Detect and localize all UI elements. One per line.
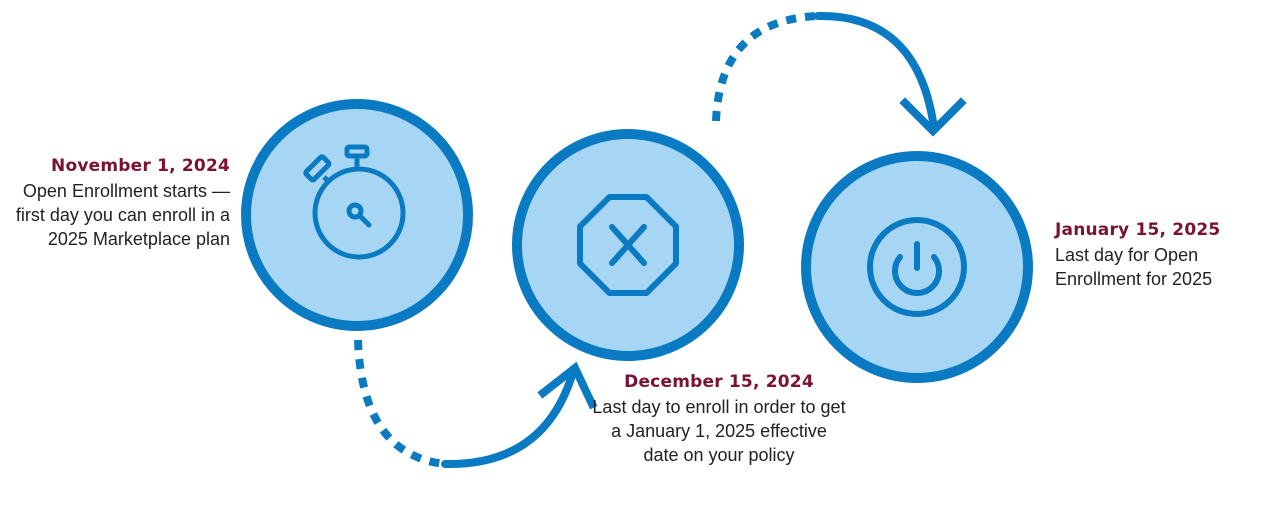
step-date: December 15, 2024	[624, 372, 814, 392]
step-label-1: November 1, 2024 Open Enrollment starts …	[4, 156, 230, 251]
step-label-2: December 15, 2024 Last day to enroll in …	[592, 372, 846, 467]
step-date: January 15, 2025	[1055, 220, 1221, 240]
step-description: Last day for Open Enrollment for 2025	[1055, 245, 1213, 289]
connector-arrow-1	[354, 339, 598, 469]
power-icon	[867, 217, 967, 317]
connector-arrow-2	[712, 11, 967, 137]
step-circle-1	[241, 99, 473, 331]
stopwatch-icon	[303, 144, 406, 260]
stop-x-icon	[577, 194, 679, 296]
step-date: November 1, 2024	[51, 156, 230, 176]
step-circle-3	[801, 151, 1033, 383]
step-description: Last day to enroll in order to get a Jan…	[592, 397, 846, 465]
step-circle-2	[512, 129, 744, 361]
step-label-3: January 15, 2025 Last day for Open Enrol…	[1055, 220, 1255, 291]
step-description: Open Enrollment starts — first day you c…	[15, 181, 230, 249]
